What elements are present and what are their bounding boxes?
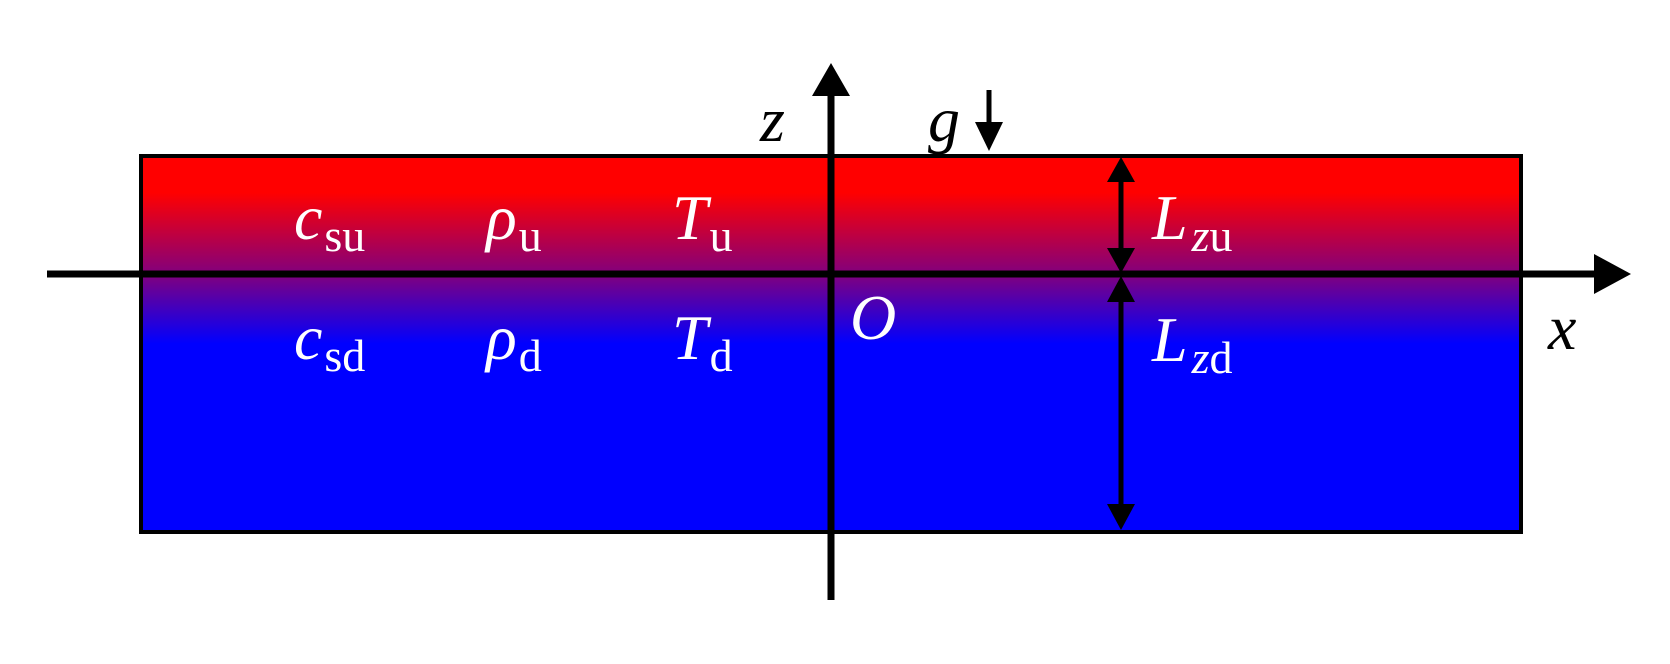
z-axis-label: z bbox=[760, 84, 785, 155]
upper-sound-speed-label: csu bbox=[294, 182, 366, 261]
lower-sound-speed-label: csd bbox=[294, 302, 366, 381]
lower-thickness-label: Lzd bbox=[1152, 304, 1233, 383]
gravity-label: g bbox=[928, 84, 960, 155]
x-axis-arrowhead-icon bbox=[1594, 254, 1631, 294]
upper-thickness-label: Lzu bbox=[1152, 182, 1233, 261]
origin-label: O bbox=[850, 282, 897, 353]
x-axis-label: x bbox=[1548, 292, 1577, 363]
z-axis-arrowhead-icon bbox=[812, 63, 850, 96]
lower-thickness-arrow-top-icon bbox=[1107, 276, 1135, 302]
upper-thickness-arrow-top-icon bbox=[1107, 157, 1135, 182]
upper-density-label: ρu bbox=[486, 182, 542, 261]
lower-density-label: ρd bbox=[486, 302, 542, 381]
lower-temperature-label: Td bbox=[672, 302, 733, 381]
lower-thickness-arrow-bottom-icon bbox=[1107, 504, 1135, 530]
upper-thickness-arrow-bottom-icon bbox=[1107, 248, 1135, 273]
gravity-arrow-icon bbox=[975, 122, 1003, 151]
upper-temperature-label: Tu bbox=[672, 182, 733, 261]
